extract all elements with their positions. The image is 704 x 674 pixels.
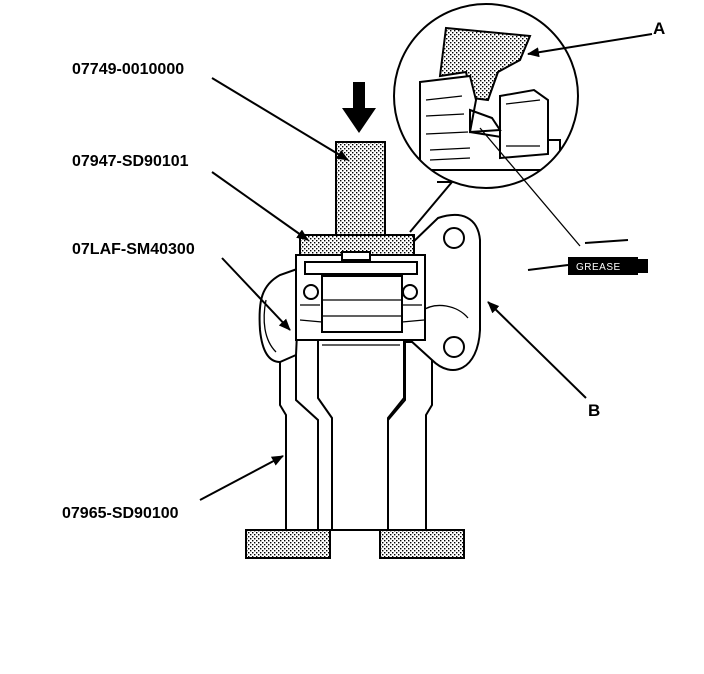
knuckle-bolt-hole-upper bbox=[443, 227, 465, 249]
bearing-ball-left bbox=[303, 284, 319, 300]
leader-attachment bbox=[211, 171, 309, 241]
leader-callout-a bbox=[527, 33, 653, 58]
base-foot-left bbox=[245, 529, 331, 559]
grease-tube-icon: GREASE bbox=[527, 239, 648, 275]
bearing-ball-right bbox=[402, 284, 418, 300]
leader-driver bbox=[211, 77, 349, 161]
label-support: 07LAF-SM40300 bbox=[72, 241, 195, 258]
label-attachment: 07947-SD90101 bbox=[72, 153, 189, 170]
grease-label: GREASE bbox=[576, 262, 621, 273]
magnifier-connector-left bbox=[409, 181, 453, 233]
base-foot-right bbox=[379, 529, 465, 559]
leader-base bbox=[199, 455, 284, 501]
leader-callout-b bbox=[487, 301, 587, 399]
label-driver: 07749-0010000 bbox=[72, 61, 184, 78]
base-tool bbox=[245, 329, 465, 559]
callout-b: B bbox=[588, 401, 600, 420]
press-direction-arrow-icon bbox=[342, 82, 376, 133]
detail-magnifier bbox=[393, 3, 579, 189]
knuckle-bolt-hole-lower bbox=[443, 336, 465, 358]
label-base: 07965-SD90100 bbox=[62, 505, 179, 522]
leader-support bbox=[221, 257, 291, 331]
grease-application-line bbox=[479, 127, 581, 247]
knuckle-housing bbox=[258, 214, 481, 371]
callout-a: A bbox=[653, 19, 665, 38]
